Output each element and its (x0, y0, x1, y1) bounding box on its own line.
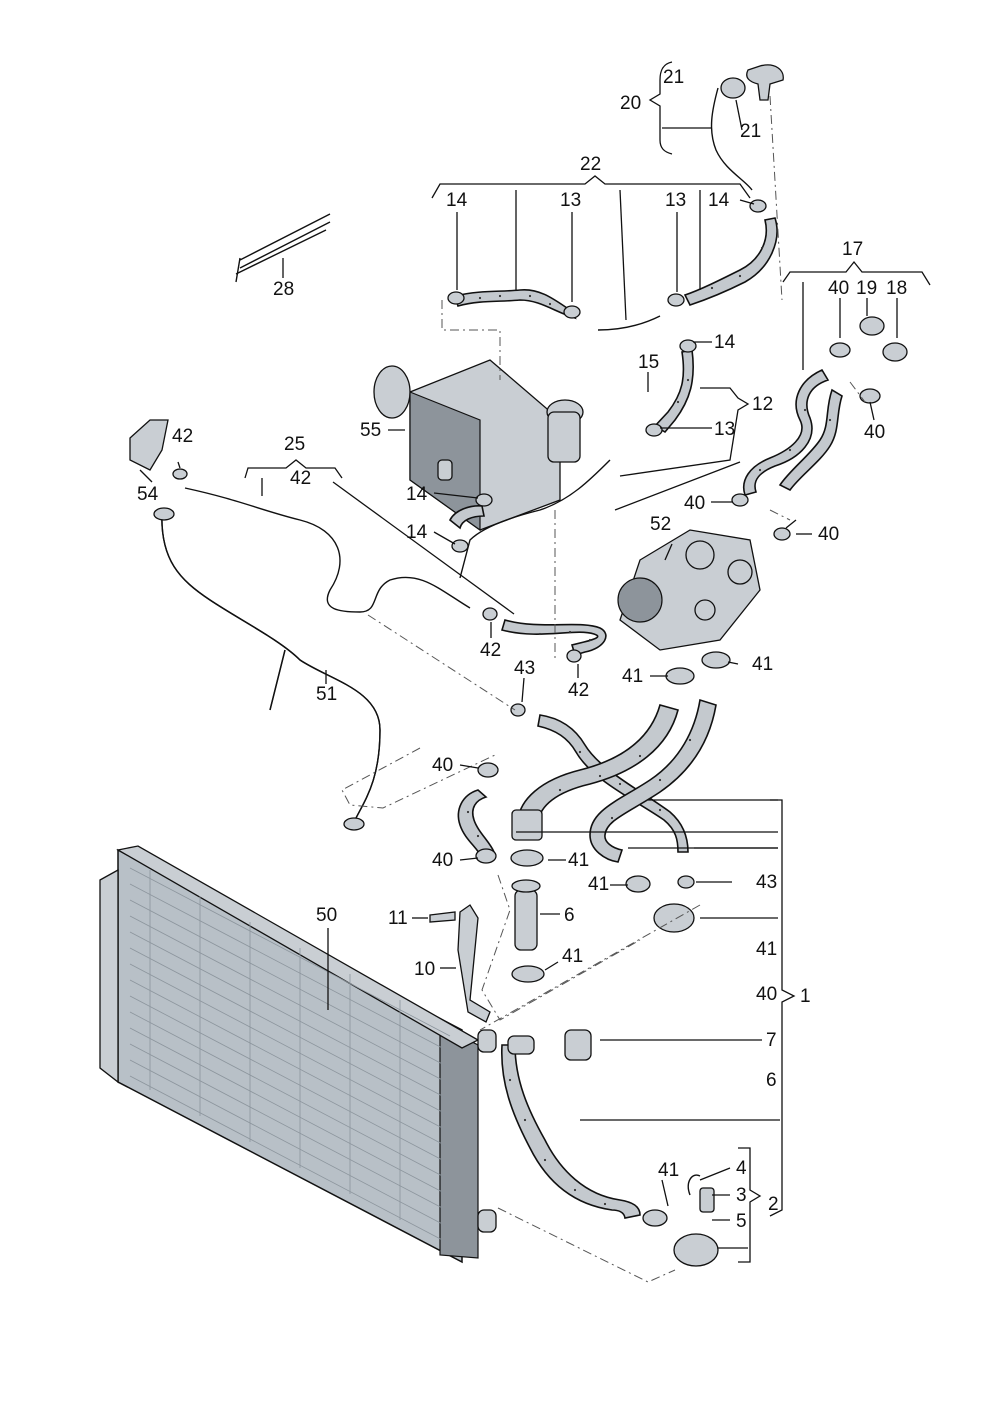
assembly-dash-lines (341, 95, 866, 1283)
charge-air-cooler (373, 359, 584, 532)
callout-42-c: 42 (480, 640, 501, 661)
callout-25: 25 (284, 434, 305, 455)
leader-lines (139, 61, 931, 1263)
callout-40-g: 40 (756, 984, 777, 1005)
callout-51: 51 (316, 684, 337, 705)
callout-22: 22 (580, 154, 601, 175)
heater-hose-42 (500, 619, 607, 656)
upper-hose-13 (453, 289, 577, 320)
lower-hose-43 (537, 714, 689, 853)
callout-14-e: 14 (406, 522, 428, 543)
callout-28: 28 (273, 279, 294, 300)
coolant-pump-housing (617, 529, 761, 651)
hose-dots (466, 246, 832, 1206)
callout-4: 4 (736, 1158, 747, 1179)
callout-43-a: 43 (514, 658, 535, 679)
callout-52: 52 (650, 514, 671, 535)
callout-42-b: 42 (290, 468, 311, 489)
callout-2: 2 (768, 1194, 779, 1215)
callout-54: 54 (137, 484, 159, 505)
callout-42-d: 42 (568, 680, 589, 701)
callout-40-a: 40 (828, 278, 849, 299)
vent-line (184, 487, 471, 613)
callout-3: 3 (736, 1185, 747, 1206)
callout-20: 20 (620, 93, 641, 114)
callout-19: 19 (856, 278, 877, 299)
callout-6-b: 6 (766, 1070, 777, 1091)
callout-13-c: 13 (714, 419, 735, 440)
callout-14-a: 14 (446, 190, 468, 211)
callout-55: 55 (360, 420, 381, 441)
callout-5: 5 (736, 1211, 747, 1232)
callout-40-f: 40 (432, 850, 453, 871)
callout-41-f: 41 (562, 946, 583, 967)
callout-40-d: 40 (818, 524, 839, 545)
callout-labels: 21 20 21 22 14 13 13 14 28 17 40 19 18 1… (137, 67, 907, 1232)
callout-50: 50 (316, 905, 337, 926)
hose-17 (743, 368, 843, 496)
callout-6-a: 6 (564, 905, 575, 926)
hose-14-lower (448, 505, 485, 530)
hose-40-left (457, 789, 496, 860)
callout-10: 10 (414, 959, 435, 980)
callout-15: 15 (638, 352, 659, 373)
bottom-hose-7 (500, 1044, 641, 1219)
hose-clamps (172, 199, 791, 1227)
coolant-pipe (153, 507, 381, 831)
callout-13-a: 13 (560, 190, 581, 211)
radiator (99, 845, 497, 1264)
callout-14-b: 14 (708, 190, 730, 211)
callout-41-b: 41 (752, 654, 773, 675)
callout-40-b: 40 (864, 422, 885, 443)
callout-42-a: 42 (172, 426, 193, 447)
connector-pieces (129, 64, 908, 1267)
callout-43-b: 43 (756, 872, 777, 893)
callout-40-e: 40 (432, 755, 453, 776)
upper-hose-14 (683, 217, 778, 306)
callout-21-top: 21 (663, 67, 684, 88)
callout-41-g: 41 (658, 1160, 679, 1181)
hose-12 (653, 349, 694, 434)
callout-41-a: 41 (622, 666, 643, 687)
callout-18: 18 (886, 278, 907, 299)
callout-41-e: 41 (756, 939, 777, 960)
callout-21-bottom: 21 (740, 121, 761, 142)
callout-12: 12 (752, 394, 773, 415)
callout-41-c: 41 (568, 850, 589, 871)
callout-11: 11 (388, 908, 408, 929)
callout-17: 17 (842, 239, 863, 260)
callout-40-c: 40 (684, 493, 705, 514)
callout-13-b: 13 (665, 190, 686, 211)
callout-14-c: 14 (714, 332, 736, 353)
callout-41-d: 41 (588, 874, 609, 895)
callout-14-d: 14 (406, 484, 428, 505)
callout-1: 1 (800, 986, 811, 1007)
callout-7: 7 (766, 1030, 777, 1051)
